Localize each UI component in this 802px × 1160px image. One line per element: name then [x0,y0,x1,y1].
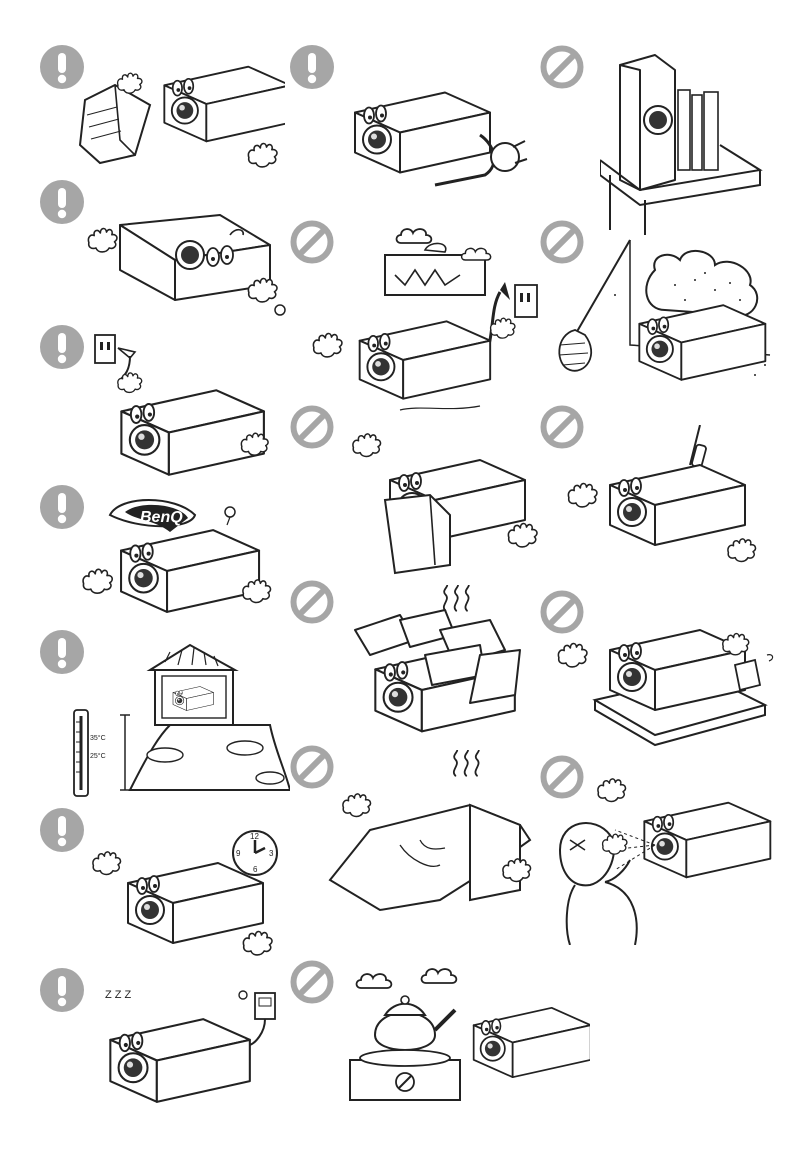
wet-plug-drawing [312,228,538,411]
exclamation-circle-icon [40,180,84,224]
vent-blocked-drawing [352,433,538,575]
illustration-cool-down-time: 12 3 6 9 [40,808,290,968]
illustration-service-center: BenQ [40,485,280,625]
environment-conditions-drawing: 35°C 25°C [73,643,290,797]
exclamation-circle-icon [290,45,334,89]
kettle-heat-drawing [349,968,590,1101]
dusty-environment-drawing [558,239,771,381]
person-lens-drawing [558,778,772,945]
projector-reading-manual-drawing [78,65,285,168]
exclamation-circle-icon [40,808,84,852]
projector-ceiling-mount-drawing [87,214,286,316]
illustration-stacked-objects [290,580,550,750]
prohibition-circle-icon [290,580,334,624]
illustration-ceiling-mount [40,180,290,320]
exclamation-circle-icon [40,485,84,529]
prohibition-circle-icon [540,45,584,89]
projector-benq-cap-drawing: BenQ [82,499,272,613]
projector-upright-drawing [600,54,763,235]
clock-12-label: 12 [250,832,259,841]
temp-high-label: 35°C [90,734,106,742]
illustration-power-cord-check [290,45,530,195]
zzz-label: Z Z Z [105,989,132,1001]
illustration-temperature-altitude: 35°C 25°C [40,630,290,800]
liquid-spill-drawing [557,629,774,747]
brand-text: BenQ [140,509,183,526]
illustration-near-heat-kettle [290,960,590,1120]
prohibition-circle-icon [290,960,334,1004]
objects-on-projector-drawing [354,585,521,733]
illustration-covered-cloth [290,745,550,915]
temp-low-label: 25°C [90,752,106,760]
exclamation-circle-icon [40,325,84,369]
cloth-cover-drawing [328,750,532,912]
screwdriver-drawing [567,425,757,563]
illustration-liquid-spill [540,590,780,750]
illustration-blocked-vent [290,405,550,575]
clock-3-label: 3 [269,849,274,858]
illustration-look-into-lens [540,755,780,945]
projector-unplug-drawing [94,334,269,476]
illustration-unplug-from-outlet [40,325,280,485]
exclamation-circle-icon [40,968,84,1012]
prohibition-circle-icon [290,405,334,449]
illustration-read-manual [40,45,285,168]
clock-9-label: 9 [236,849,241,858]
projector-sleeping-drawing: Z Z Z [105,989,276,1104]
projector-cord-drawing [353,91,528,187]
illustration-upright-on-table [540,45,780,235]
illustration-screwdriver-open [540,405,780,575]
illustration-wet-hands-plug [290,220,550,420]
projector-clock-drawing: 12 3 6 9 [92,830,278,956]
illustration-dusty-room [540,220,780,400]
clock-6-label: 6 [253,865,258,874]
illustration-standby-unplug: Z Z Z [40,968,290,1128]
